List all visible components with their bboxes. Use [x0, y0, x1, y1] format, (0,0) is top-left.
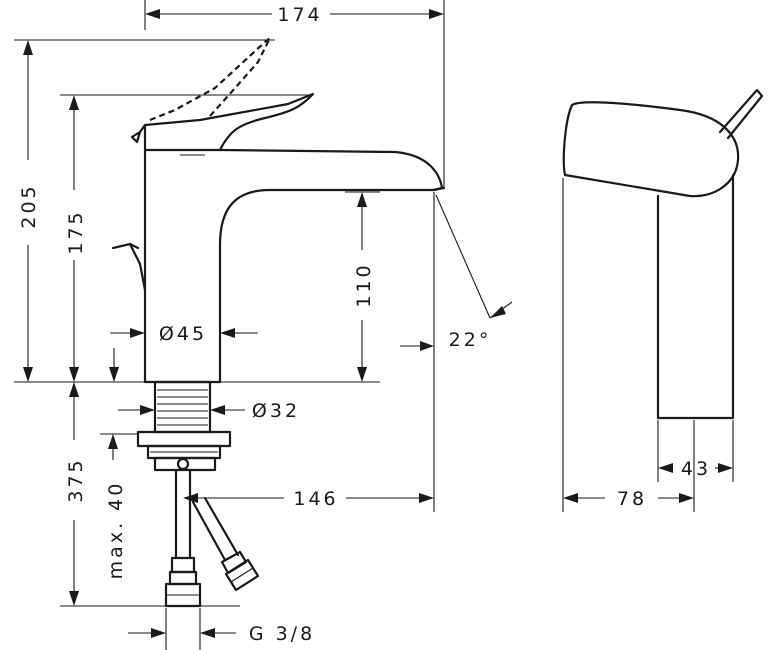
popup-rod	[111, 242, 147, 292]
side-head	[562, 101, 740, 198]
lever-handle-lifted	[149, 37, 271, 122]
dim-height-top	[60, 94, 310, 382]
supply-hose-straight	[164, 468, 202, 608]
label-shank-diameter: Ø32	[252, 400, 300, 422]
label-side-depth: 78	[617, 488, 647, 510]
label-below-height: 375	[65, 457, 87, 502]
dim-bottom-tick	[109, 348, 119, 382]
lever-tip	[130, 130, 142, 144]
dim-body-diameter	[110, 328, 258, 338]
supply-hose-angled	[191, 496, 260, 592]
threaded-shank	[153, 380, 212, 434]
label-spout-angle: 22°	[449, 329, 492, 351]
dim-below-height	[60, 382, 240, 607]
dim-spout-angle	[400, 192, 513, 512]
dim-shank-diameter	[118, 405, 245, 415]
dim-connection	[128, 608, 236, 650]
lever-handle	[138, 92, 315, 152]
label-side-body: 43	[681, 458, 711, 480]
dim-thread-max	[100, 433, 138, 460]
label-height-overall: 205	[18, 183, 40, 228]
faucet-front-view	[111, 37, 446, 608]
label-thread-max: max. 40	[105, 481, 127, 580]
dim-width-overall	[144, 0, 445, 188]
dim-spout-height	[345, 191, 380, 382]
side-lever	[718, 88, 764, 140]
spout-outlet	[431, 186, 446, 192]
label-body-diameter: Ø45	[159, 323, 207, 345]
label-spout-height: 110	[353, 262, 375, 307]
fixing-nut	[136, 430, 232, 472]
dim-side-depth	[562, 178, 695, 512]
faucet-body-outline	[143, 148, 444, 384]
faucet-side-view	[562, 88, 764, 420]
label-height-top: 175	[65, 209, 87, 254]
dim-side-body	[657, 420, 734, 482]
side-body	[656, 173, 735, 420]
label-width-overall: 174	[277, 4, 322, 26]
dim-spout-reach	[183, 493, 434, 503]
label-connection: G 3/8	[249, 623, 315, 645]
dim-height-overall	[14, 39, 275, 382]
label-spout-reach: 146	[293, 488, 338, 510]
